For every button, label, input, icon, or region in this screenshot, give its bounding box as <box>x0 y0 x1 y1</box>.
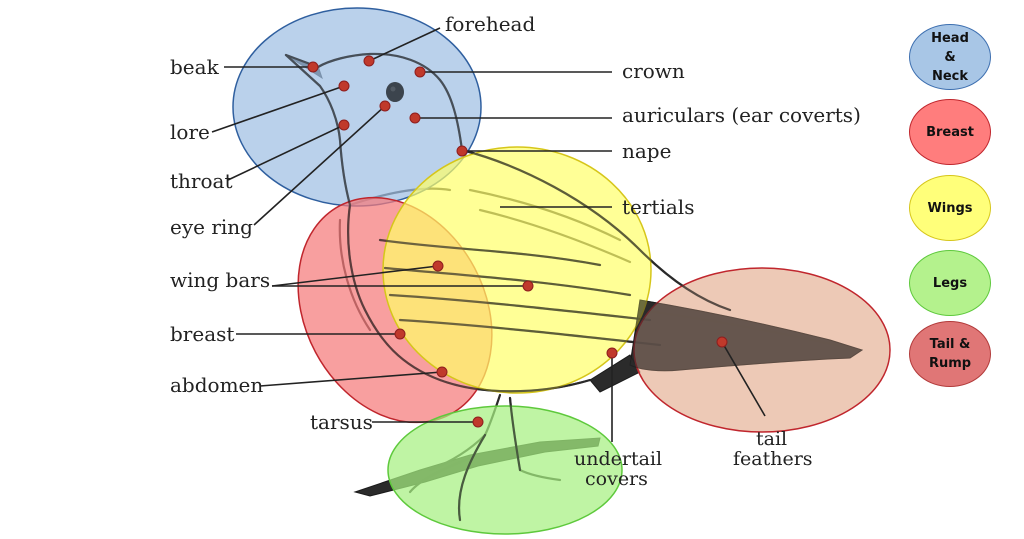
part-labels: forehead beak crown lore auriculars (ear… <box>170 12 861 490</box>
marker-dots <box>307 55 728 428</box>
dot-throat <box>338 119 350 131</box>
leader-tail <box>721 341 766 417</box>
dot-abdomen <box>436 366 448 378</box>
legend-head-neck: Head & Neck <box>909 24 991 90</box>
dot-crown <box>414 66 426 78</box>
dot-tarsus <box>472 416 484 428</box>
label-auriculars: auriculars (ear coverts) <box>622 103 861 127</box>
label-crown: crown <box>622 59 685 83</box>
wings-region <box>382 146 652 394</box>
dot-forehead <box>363 55 375 67</box>
label-eye-ring: eye ring <box>170 215 253 239</box>
label-abdomen: abdomen <box>170 373 263 397</box>
label-tarsus: tarsus <box>310 410 373 434</box>
label-forehead: forehead <box>445 12 535 36</box>
region-overlays <box>232 7 891 535</box>
dot-wing-bars-2 <box>522 280 534 292</box>
legs-region <box>387 405 623 535</box>
leader-abdomen <box>259 371 443 387</box>
label-lore: lore <box>170 120 210 144</box>
label-throat: throat <box>170 169 232 193</box>
dot-eye-ring <box>379 100 391 112</box>
label-undertail-line1: undertail <box>574 448 662 470</box>
leader-eye-ring <box>253 105 386 226</box>
legend-legs: Legs <box>909 250 991 316</box>
dot-lore <box>338 80 350 92</box>
dot-tail <box>716 336 728 348</box>
label-tertials: tertials <box>622 195 694 219</box>
label-wing-bars: wing bars <box>170 268 270 292</box>
label-beak: beak <box>170 55 220 79</box>
leader-throat <box>227 124 345 181</box>
dot-wing-bars-1 <box>432 260 444 272</box>
legend-wings: Wings <box>909 175 991 241</box>
leader-wing-bars-1 <box>271 265 439 287</box>
label-tail-line1: tail <box>756 428 787 450</box>
leader-lines <box>211 27 766 442</box>
dot-breast <box>394 328 406 340</box>
dot-beak <box>307 61 319 73</box>
label-tail-line2: feathers <box>733 448 813 470</box>
bird-drawing-overlay <box>284 52 864 522</box>
label-undertail-line2: covers <box>585 468 648 490</box>
legend-breast: Breast <box>909 99 991 165</box>
dot-undertail <box>606 347 618 359</box>
leader-lore <box>211 85 345 133</box>
leader-forehead <box>368 27 441 62</box>
label-nape: nape <box>622 139 671 163</box>
legend-tail-rump: Tail & Rump <box>909 321 991 387</box>
label-breast: breast <box>170 322 234 346</box>
dot-auriculars <box>409 112 421 124</box>
dot-nape <box>456 145 468 157</box>
